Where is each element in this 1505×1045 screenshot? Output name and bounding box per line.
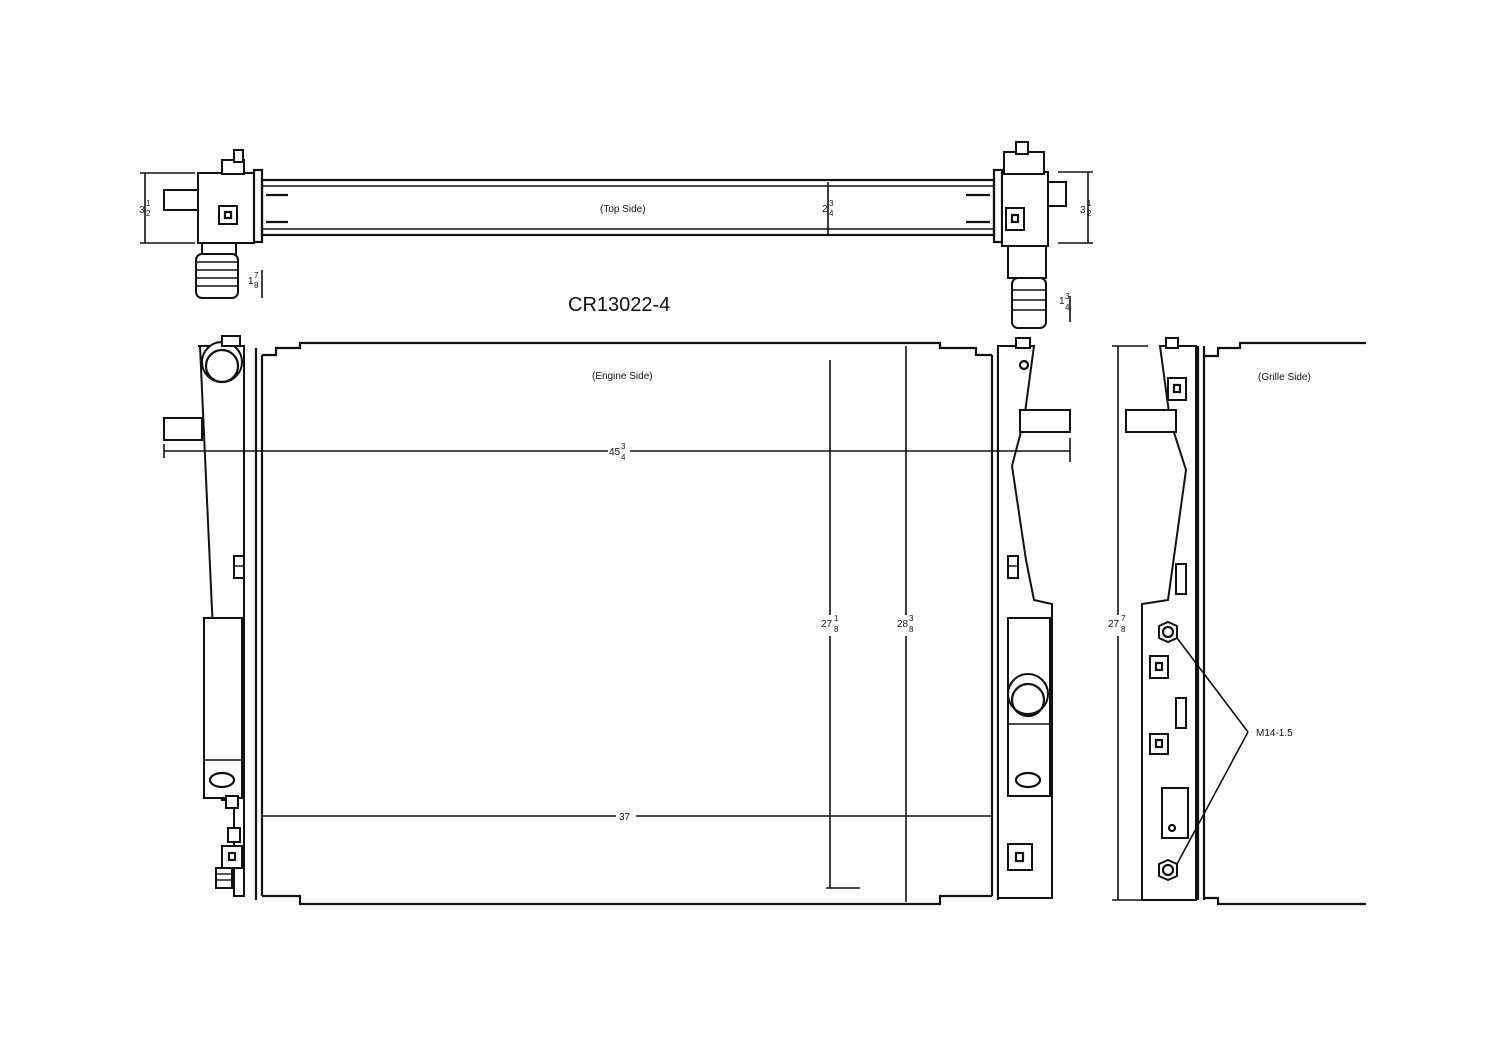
svg-text:7: 7 — [1121, 614, 1126, 623]
label-top-side: (Top Side) — [600, 204, 646, 215]
svg-text:4: 4 — [1065, 303, 1070, 312]
dim-top-right-height: 3 1 2 — [1080, 199, 1092, 218]
label-grille-side: (Grille Side) — [1258, 372, 1311, 383]
svg-text:37: 37 — [619, 812, 631, 823]
svg-text:8: 8 — [254, 281, 259, 290]
svg-text:4: 4 — [829, 209, 834, 218]
svg-text:3: 3 — [139, 205, 145, 216]
svg-text:27: 27 — [821, 619, 833, 630]
svg-text:2: 2 — [146, 209, 151, 218]
dim-grille-height: 27 7 8 — [1108, 614, 1126, 634]
part-number: CR13022-4 — [568, 294, 670, 316]
svg-text:3: 3 — [909, 614, 914, 623]
dim-core-height: 27 1 8 — [821, 614, 839, 634]
svg-text:1: 1 — [146, 199, 151, 208]
svg-text:3: 3 — [621, 442, 626, 451]
dim-core-thickness: 2 3 4 — [822, 199, 834, 218]
dim-overall-height: 28 3 8 — [897, 614, 914, 634]
svg-text:3: 3 — [829, 199, 834, 208]
grille-view — [1112, 337, 1366, 906]
svg-text:4: 4 — [621, 453, 626, 462]
dim-top-left-height: 3 1 2 — [139, 199, 151, 218]
svg-text:2: 2 — [822, 204, 828, 215]
svg-text:1: 1 — [1059, 296, 1065, 307]
label-engine-side: (Engine Side) — [592, 371, 653, 382]
dim-core-width: 37 — [619, 812, 631, 823]
svg-text:3: 3 — [1065, 292, 1070, 301]
svg-text:8: 8 — [909, 625, 914, 634]
dim-inlet-left: 1 7 8 — [248, 271, 259, 290]
svg-text:2: 2 — [1087, 209, 1092, 218]
svg-text:1: 1 — [248, 276, 254, 287]
dim-overall-width: 45 3 4 — [609, 442, 626, 462]
svg-text:45: 45 — [609, 447, 621, 458]
svg-text:1: 1 — [1087, 199, 1092, 208]
svg-text:3: 3 — [1080, 205, 1086, 216]
thread-callout: M14-1.5 — [1256, 728, 1293, 739]
svg-text:1: 1 — [834, 614, 839, 623]
svg-text:28: 28 — [897, 619, 909, 630]
svg-text:27: 27 — [1108, 619, 1120, 630]
svg-text:8: 8 — [834, 625, 839, 634]
dim-outlet-right: 1 3 4 — [1059, 292, 1070, 312]
top-view — [140, 141, 1093, 329]
svg-text:8: 8 — [1121, 625, 1126, 634]
engine-view — [163, 335, 1071, 906]
svg-text:7: 7 — [254, 271, 259, 280]
